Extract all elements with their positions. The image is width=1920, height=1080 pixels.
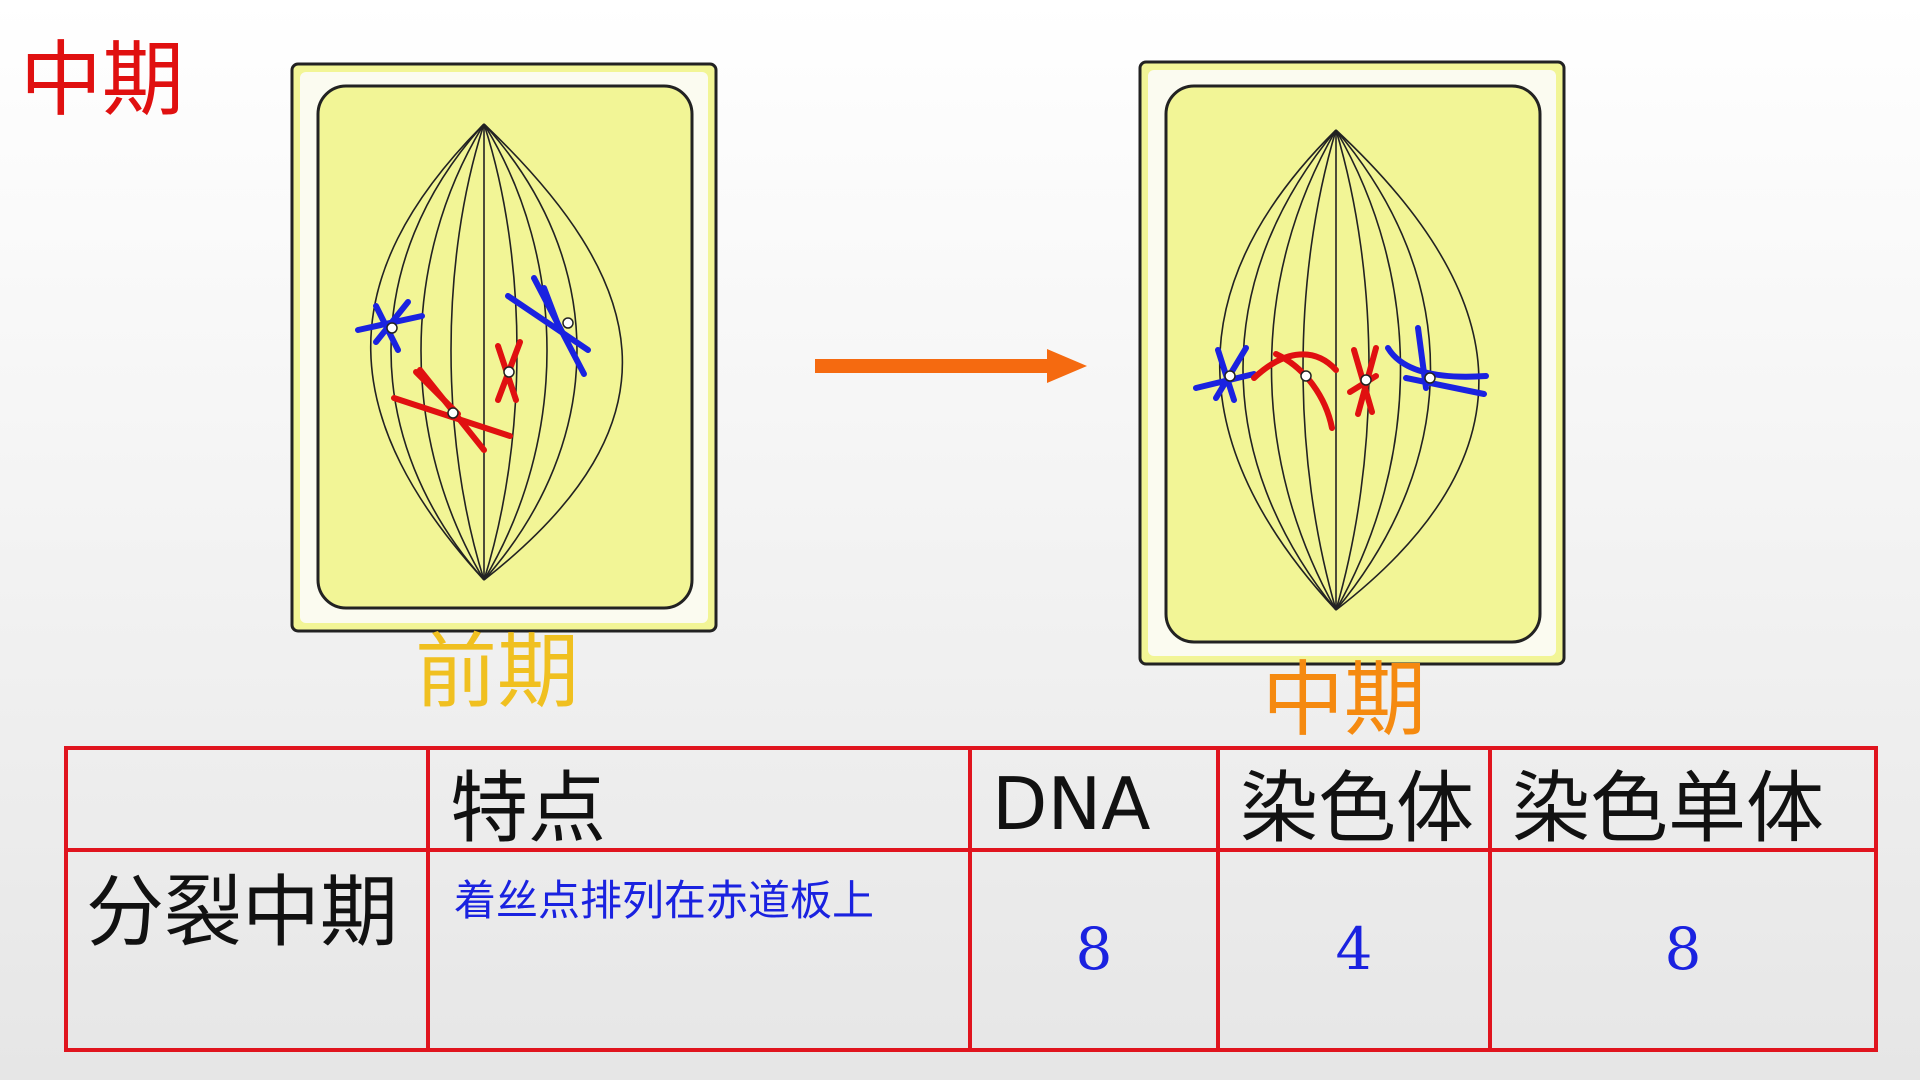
chromosome-value-cell: 4 [1216,848,1492,1052]
chromatid-value-cell: 8 [1488,848,1878,1052]
header-cell-dna: DNA [968,746,1220,852]
prophase-cell-figure [288,60,720,635]
centromeres [386,317,574,419]
centromeres [1224,370,1436,386]
prophase-caption: 前期 [415,625,580,720]
metaphase-cell-figure [1136,58,1568,668]
feature-cell: 着丝点排列在赤道板上 [426,848,972,1052]
metaphase-caption: 中期 [1262,653,1427,748]
spindle-fibers [1218,129,1480,611]
dna-value-cell: 8 [968,848,1220,1052]
cell-membrane [316,84,694,610]
page-title: 中期 [20,33,185,128]
table-row: 分裂中期 着丝点排列在赤道板上 8 4 8 [64,848,1878,1052]
row-label-cell: 分裂中期 [64,848,430,1052]
header-cell-chromatids: 染色单体 [1488,746,1878,852]
header-cell-chromosomes: 染色体 [1216,746,1492,852]
table-header-row: 特点 DNA 染色体 染色单体 [64,746,1878,852]
header-cell-features: 特点 [426,746,972,852]
summary-table: 特点 DNA 染色体 染色单体 分裂中期 着丝点排列在赤道板上 8 4 8 [64,746,1878,1052]
header-cell-blank [64,746,430,852]
transition-arrow [815,345,1095,389]
spindle-fibers [369,123,624,581]
